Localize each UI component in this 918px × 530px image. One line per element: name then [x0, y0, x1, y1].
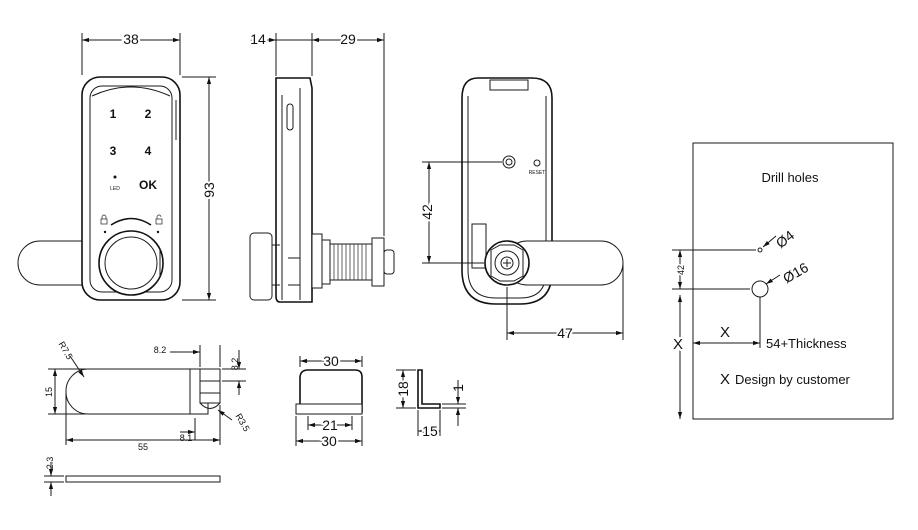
cam-plate-outline: [65, 368, 201, 415]
cam-hook-bottom-dim: 8.1: [180, 433, 193, 443]
usb-port: [286, 103, 294, 131]
cam-thickness-dim: 2.3: [45, 457, 55, 470]
drill-panel: Drill holes Ø4 Ø16 42 X X 54+Thickness X…: [671, 142, 894, 420]
small-hole-label: Ø4: [773, 227, 798, 251]
bracket-height-dim: 18: [395, 381, 411, 397]
led-label: LED: [110, 186, 120, 192]
x-vertical-label: X: [673, 336, 683, 353]
side-knob: [249, 232, 273, 301]
side-dim-14: 14: [250, 31, 266, 47]
thickness-note: 54+Thickness: [766, 336, 847, 351]
cam-hook-side-dim: 8.2: [230, 358, 240, 371]
bracket-profile: [417, 369, 441, 409]
bracket-thickness-dim: 1: [450, 384, 466, 392]
cam-thickness-bar: [65, 475, 221, 483]
strike-bottom-width-dim: 30: [321, 433, 337, 449]
front-height-dim: 93: [201, 182, 217, 198]
lock-icon: [100, 214, 108, 225]
unlock-icon: [155, 214, 163, 225]
key-1: 1: [110, 107, 117, 121]
drill-panel-title: Drill holes: [761, 170, 819, 185]
back-view: RESET 42 47: [417, 77, 624, 343]
battery-cover: [489, 79, 529, 91]
side-view: 14 29: [248, 29, 395, 303]
drill-spacing-dim: 42: [676, 265, 686, 275]
design-x-label: X: [720, 371, 730, 388]
knob: [98, 230, 164, 296]
drill-hole-small: [757, 247, 763, 253]
large-hole-label: Ø16: [780, 259, 811, 286]
cam-height-dim: 15: [44, 387, 54, 397]
drill-hole-large: [751, 280, 769, 298]
bracket-view: 18 1 15: [393, 369, 466, 441]
reset-label: RESET: [529, 170, 546, 176]
x-horizontal-label: X: [720, 324, 730, 341]
key-3: 3: [110, 144, 117, 158]
back-width-dim: 47: [557, 325, 573, 341]
cam-hook-width-dim: 8.2: [154, 345, 167, 355]
led-indicator: [113, 175, 117, 179]
strike-top-width-dim: 30: [323, 353, 339, 369]
cam-top-view: R7.5 15 55 8.2 8.2 8.1 R3.5: [44, 340, 252, 452]
cam-length-dim: 55: [138, 442, 148, 452]
reset-button: [533, 159, 541, 167]
cam-hook-radius-label: R3.5: [234, 412, 252, 433]
drill-panel-frame: [692, 142, 894, 420]
cam-radius-label: R7.5: [57, 340, 75, 361]
strike-plate-view: 30 21 30: [295, 351, 363, 451]
key-2: 2: [145, 107, 152, 121]
strike-inner-width-dim: 21: [322, 417, 338, 433]
side-body: [275, 77, 313, 303]
design-note: Design by customer: [735, 372, 851, 387]
bracket-width-dim: 15: [422, 423, 438, 439]
key-4: 4: [145, 144, 152, 158]
threaded-cylinder: [329, 243, 373, 281]
cam-thickness-view: 2.3: [44, 457, 221, 496]
side-dim-29: 29: [340, 31, 356, 47]
back-hole-spacing-dim: 42: [419, 204, 435, 220]
strike-plate-body: [299, 369, 363, 413]
nut-left: [311, 233, 323, 289]
mount-hole-top: [502, 155, 516, 169]
front-width-dim: 38: [123, 31, 139, 47]
key-ok: OK: [139, 178, 157, 192]
front-view: 1 2 3 4 LED OK 38 93: [17, 29, 219, 301]
nut-right: [371, 237, 385, 287]
